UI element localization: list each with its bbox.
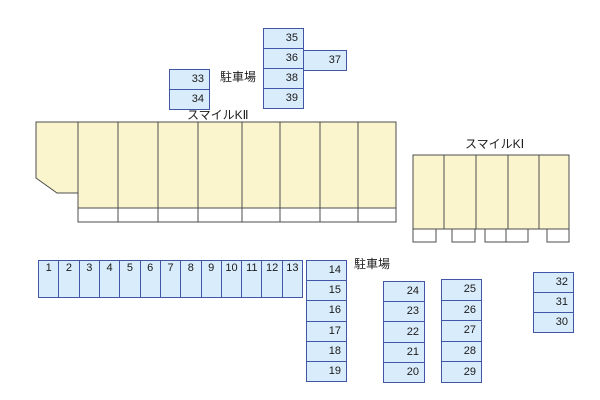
parking-space-19: 19 <box>307 360 346 381</box>
building-k1-entrance <box>546 228 570 243</box>
parking-space-39: 39 <box>264 88 303 108</box>
parking-space-7: 7 <box>159 261 180 297</box>
parking-space-33: 33 <box>191 73 204 85</box>
parking-space-3: 3 <box>78 261 99 297</box>
parking-space-35: 35 <box>285 32 298 44</box>
parking-space-20: 20 <box>384 361 424 382</box>
building-k1-body <box>412 154 570 230</box>
parking-space-1: 1 <box>45 262 52 274</box>
parking-space-21: 21 <box>384 341 424 362</box>
parking-space-5: 5 <box>119 261 139 297</box>
parking-space-4: 4 <box>98 261 119 297</box>
parking-space-6: 6 <box>139 261 160 297</box>
parking-space-8: 8 <box>180 261 200 297</box>
parking-space-27: 27 <box>442 320 481 341</box>
parking-space-10: 10 <box>220 261 241 297</box>
parking-space-22: 22 <box>384 321 424 341</box>
parking-space-38: 38 <box>264 68 303 88</box>
parking-space-36: 36 <box>264 48 303 68</box>
parking-space-25: 25 <box>463 283 476 296</box>
parking-space-34: 34 <box>170 89 209 109</box>
parking-space-15: 15 <box>307 280 346 300</box>
building-k1-entrance <box>484 228 507 243</box>
parking-space-26: 26 <box>442 299 481 321</box>
parking-space-31: 31 <box>534 292 573 312</box>
parking-label-bottom: 駐車場 <box>354 257 391 271</box>
parking-space-23: 23 <box>384 301 424 321</box>
parking-space-29: 29 <box>442 361 481 382</box>
parking-space-37: 37 <box>328 54 341 66</box>
parking-space-2: 2 <box>58 261 78 297</box>
parking-group-37: 37 <box>303 50 347 71</box>
parking-space-11: 11 <box>241 261 261 297</box>
building-k2-label: スマイルKⅡ <box>187 108 249 122</box>
building-k1-label: スマイルKⅠ <box>465 137 525 151</box>
parking-space-13: 13 <box>281 261 302 297</box>
building-k1-entrance <box>412 228 437 243</box>
building-k2-body <box>35 121 397 209</box>
parking-space-18: 18 <box>307 340 346 361</box>
parking-space-28: 28 <box>442 340 481 362</box>
parking-space-16: 16 <box>307 300 346 320</box>
parking-label-top: 駐車場 <box>220 70 257 84</box>
building-k2-strip <box>77 207 397 223</box>
parking-space-17: 17 <box>307 320 346 341</box>
parking-space-9: 9 <box>200 261 221 297</box>
parking-space-14: 14 <box>328 264 341 277</box>
parking-space-12: 12 <box>261 261 281 297</box>
building-k1-entrance <box>451 228 476 243</box>
parking-space-30: 30 <box>534 312 573 332</box>
parking-space-24: 24 <box>406 285 419 298</box>
parking-space-32: 32 <box>555 276 568 288</box>
building-k1-entrance <box>505 228 529 243</box>
